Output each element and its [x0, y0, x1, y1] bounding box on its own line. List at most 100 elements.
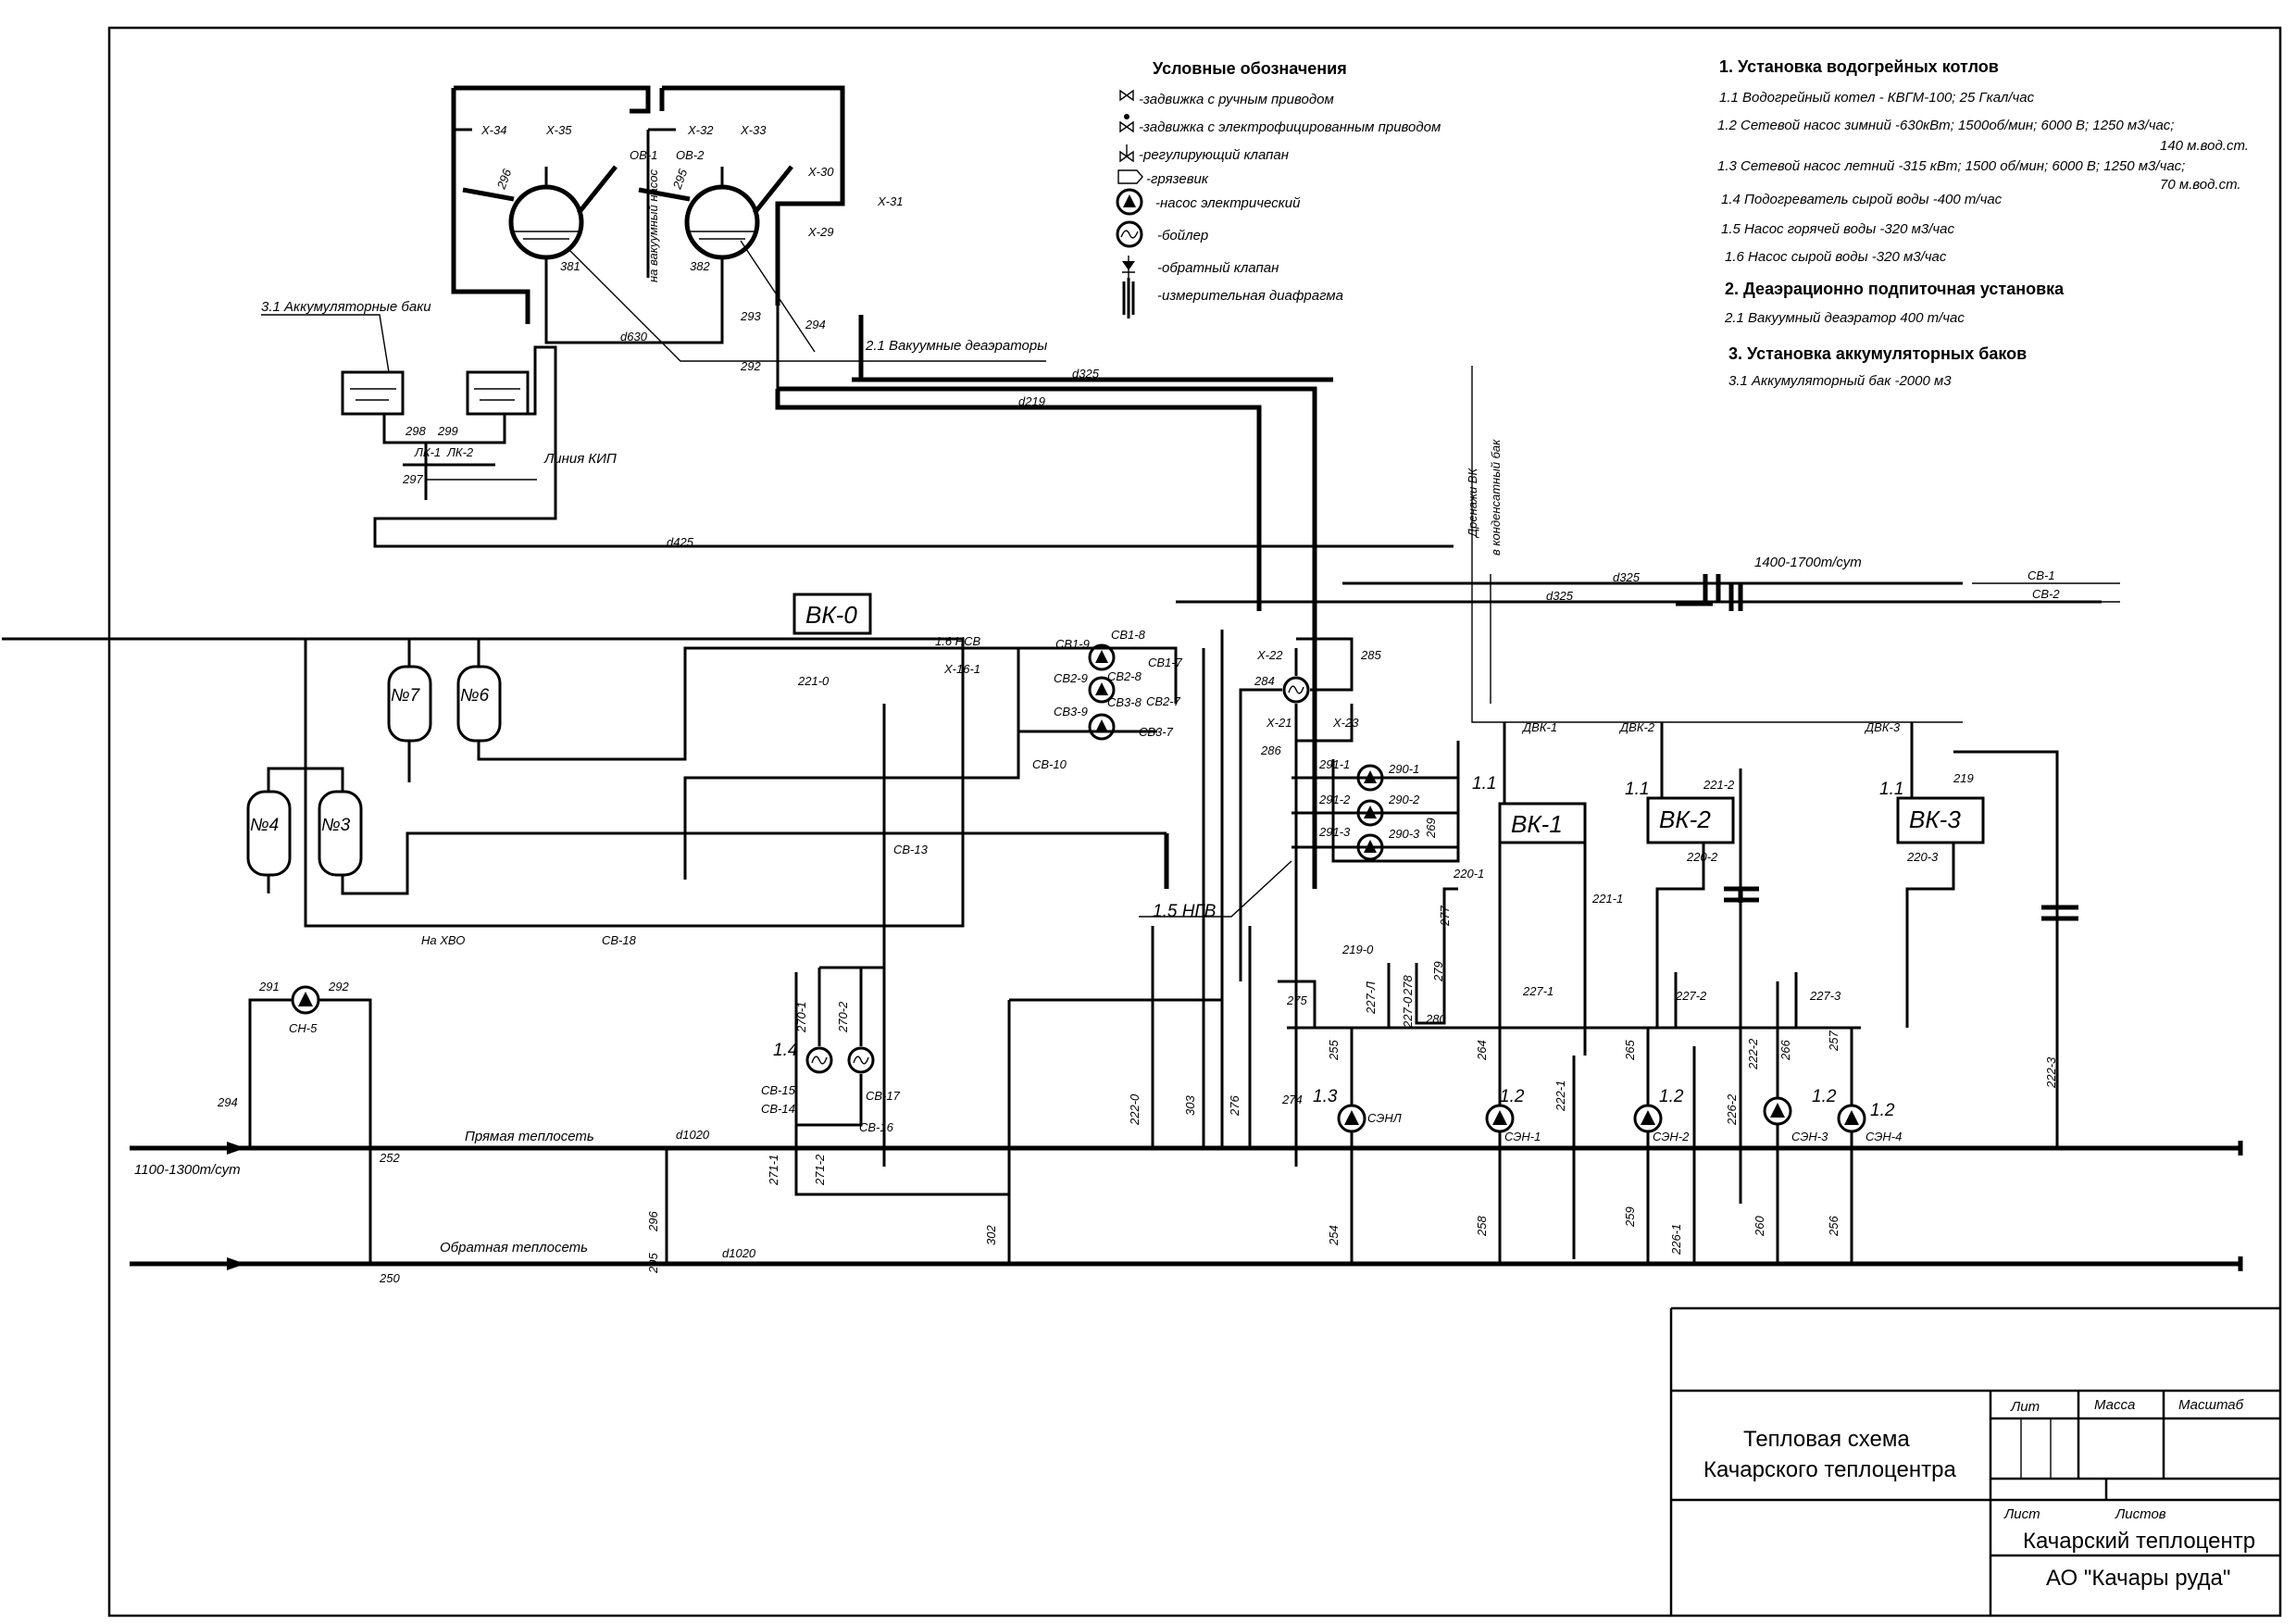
check-valve-icon [1122, 256, 1135, 278]
boiler-icon [1116, 220, 1143, 248]
svg-text:d325: d325 [1613, 570, 1641, 584]
svg-text:СВ3-8: СВ3-8 [1107, 695, 1142, 709]
control-valve-icon [1119, 144, 1134, 163]
svg-text:291-2: 291-2 [1318, 793, 1351, 806]
svg-text:294: 294 [805, 318, 826, 331]
svg-text:X-33: X-33 [740, 123, 767, 137]
svg-text:222-3: 222-3 [2044, 1056, 2058, 1089]
svg-text:СВ3-7: СВ3-7 [1139, 725, 1174, 739]
spec-line: 140 м.вод.ст. [2160, 138, 2249, 154]
svg-text:СВ1-7: СВ1-7 [1148, 656, 1183, 669]
svg-text:222-2: 222-2 [1746, 1038, 1760, 1070]
spec-section-title: 1. Установка водогрейных котлов [1719, 57, 1999, 76]
svg-text:227-3: 227-3 [1809, 989, 1841, 1003]
svg-text:252: 252 [379, 1151, 400, 1165]
svg-text:1.2: 1.2 [1870, 1101, 1895, 1120]
svg-text:219-0: 219-0 [1341, 943, 1374, 956]
stamp-massa: Масса [2094, 1397, 2135, 1413]
svg-text:226-2: 226-2 [1725, 1093, 1739, 1126]
legend-item: -регулирующий клапан [1139, 147, 1289, 163]
svg-text:302: 302 [984, 1225, 998, 1245]
svg-text:256: 256 [1827, 1216, 1841, 1237]
svg-text:СЭН-4: СЭН-4 [1866, 1130, 1902, 1143]
svg-text:СЭН-3: СЭН-3 [1791, 1130, 1828, 1143]
spec-line: 70 м.вод.ст. [2160, 177, 2241, 193]
svg-text:382: 382 [690, 259, 710, 273]
svg-text:СВ-18: СВ-18 [602, 933, 637, 947]
svg-text:1.3: 1.3 [1313, 1087, 1338, 1106]
svg-text:227-0: 227-0 [1401, 996, 1415, 1029]
svg-text:СЭНЛ: СЭНЛ [1367, 1111, 1402, 1125]
vacuum-deaerators: 381 382 296 295 X-34 X-35 ОВ-1 ОВ-2 X-32… [451, 85, 1047, 389]
svg-text:ВК-1: ВК-1 [1511, 810, 1563, 838]
svg-text:На ХВО: На ХВО [421, 933, 465, 947]
svg-text:285: 285 [1360, 648, 1381, 662]
stamp-list: Лист [2003, 1506, 2040, 1522]
heating-mains: Прямая теплосеть d1020 1100-1300т/сут Об… [130, 1128, 2243, 1271]
stamp-listov: Листов [2115, 1506, 2166, 1522]
svg-text:d325: d325 [1072, 367, 1100, 381]
svg-text:X-22: X-22 [1256, 648, 1283, 662]
stamp-masshtab: Масштаб [2178, 1397, 2244, 1413]
svg-text:X-32: X-32 [687, 123, 714, 137]
svg-text:1.5 НГВ: 1.5 НГВ [1153, 902, 1217, 921]
svg-text:X-34: X-34 [480, 123, 506, 137]
svg-text:295: 295 [669, 167, 690, 192]
svg-text:СВ-14: СВ-14 [761, 1102, 795, 1116]
svg-text:СВ3-9: СВ3-9 [1054, 705, 1088, 718]
svg-text:221-1: 221-1 [1591, 892, 1623, 906]
tank-3 [318, 790, 363, 877]
svg-text:299: 299 [437, 424, 458, 438]
svg-text:ЛК-1: ЛК-1 [414, 445, 441, 459]
svg-text:X-16-1: X-16-1 [943, 662, 980, 676]
svg-text:СВ-10: СВ-10 [1032, 757, 1067, 771]
svg-text:X-30: X-30 [807, 165, 834, 179]
svg-text:292: 292 [740, 359, 761, 373]
raw-water-heaters: 1.4 270-1 270-2 СВ-15 СВ-14 СВ-17 СВ-16 … [761, 966, 1011, 1196]
legend-item: -бойлер [1157, 228, 1208, 244]
svg-text:293: 293 [740, 309, 761, 323]
svg-text:220-3: 220-3 [1906, 850, 1939, 864]
svg-text:d325: d325 [1546, 589, 1574, 603]
svg-text:СВ-16: СВ-16 [859, 1120, 894, 1134]
svg-text:СВ-2: СВ-2 [2032, 587, 2060, 601]
svg-text:ДВК-3: ДВК-3 [1864, 720, 1901, 734]
drawing-frame [107, 26, 2282, 1618]
svg-text:СВ2-9: СВ2-9 [1054, 671, 1088, 685]
svg-text:296: 296 [493, 167, 514, 192]
orifice-icon [1122, 278, 1135, 319]
svg-text:270-2: 270-2 [836, 1001, 850, 1033]
boiler-vk0 [792, 593, 872, 635]
legend-item: -измерительная диафрагма [1157, 288, 1343, 304]
drawing-title-1: Тепловая схема [1743, 1427, 1910, 1452]
specification: 1. Установка водогрейных котлов 1.1 Водо… [1717, 57, 2249, 389]
header-pipes: d325 d219 Дренажи ВК в конденсатный бак … [775, 315, 2120, 889]
spec-line: 1.5 Насос горячей воды -320 м3/час [1721, 221, 1955, 237]
svg-text:298: 298 [405, 424, 426, 438]
svg-text:СЭН-2: СЭН-2 [1653, 1130, 1690, 1143]
svg-text:ВК-0: ВК-0 [805, 601, 857, 629]
svg-text:1.1: 1.1 [1625, 780, 1649, 799]
svg-text:ЛК-2: ЛК-2 [446, 445, 474, 459]
svg-text:СВ-13: СВ-13 [893, 843, 929, 856]
legend-item: -задвижка с ручным приводом [1139, 92, 1334, 107]
svg-text:1.4: 1.4 [773, 1041, 797, 1060]
svg-text:220-1: 220-1 [1453, 867, 1484, 881]
svg-text:Линия КИП: Линия КИП [543, 451, 617, 467]
network-pumps: 1.3 СЭНЛ 1.2 СЭН-1 1.2 СЭН-2 1.2 СЭН-3 1… [1278, 887, 2058, 1264]
organization-1: Качарский теплоцентр [2023, 1529, 2255, 1554]
svg-text:264: 264 [1475, 1040, 1489, 1061]
stamp-lit: Лит [2010, 1399, 2040, 1415]
svg-text:269: 269 [1424, 818, 1438, 839]
svg-text:d1020: d1020 [722, 1246, 756, 1260]
svg-text:№4: №4 [250, 816, 279, 835]
svg-text:290-1: 290-1 [1388, 762, 1419, 776]
svg-text:СВ-15: СВ-15 [761, 1083, 796, 1097]
legend-item: -обратный клапан [1157, 260, 1279, 276]
spec-section-title: 3. Установка аккумуляторных баков [1728, 344, 2027, 363]
svg-text:222-1: 222-1 [1554, 1081, 1567, 1112]
svg-text:290-2: 290-2 [1388, 793, 1420, 806]
boiler-vk1 [1498, 802, 1587, 844]
svg-text:X-35: X-35 [545, 123, 572, 137]
svg-text:СЭН-1: СЭН-1 [1504, 1130, 1541, 1143]
